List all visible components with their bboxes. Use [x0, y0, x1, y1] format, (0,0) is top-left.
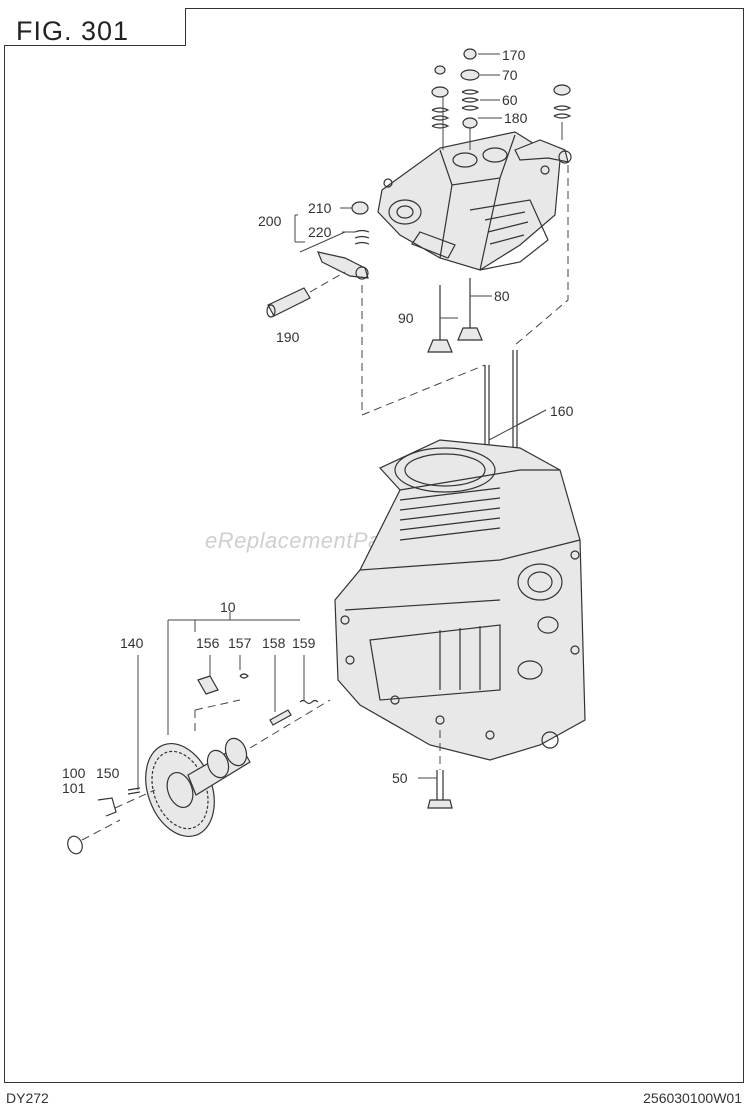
callout-157: 157 [228, 635, 252, 651]
callout-160: 160 [550, 403, 574, 419]
callout-180: 180 [504, 110, 528, 126]
callout-100: 100 [62, 765, 86, 781]
valve-spring-left [431, 65, 450, 129]
o-ring-101 [67, 835, 83, 855]
callout-80: 80 [494, 288, 510, 304]
callout-170: 170 [502, 47, 526, 63]
figure-title-box: FIG. 301 [4, 8, 186, 46]
cylinder-head [377, 131, 561, 271]
spring-159 [299, 699, 319, 705]
callout-220: 220 [308, 224, 332, 240]
tappet [427, 730, 453, 809]
callout-156: 156 [196, 635, 220, 651]
callout-140: 140 [120, 635, 144, 651]
callout-10: 10 [220, 599, 236, 615]
callout-90: 90 [398, 310, 414, 326]
spring-157 [239, 673, 249, 679]
callout-60: 60 [502, 92, 518, 108]
callout-190: 190 [276, 329, 300, 345]
drawing-code: 256030100W01 [643, 1090, 742, 1106]
rocker-arm-right [514, 139, 572, 164]
camshaft [187, 737, 251, 796]
callout-50: 50 [392, 770, 408, 786]
drawing-frame [4, 8, 744, 1083]
clip-150 [97, 797, 117, 817]
rocker-arm-left [317, 201, 370, 280]
valve-spring-stack [460, 48, 480, 129]
callout-200: 200 [258, 213, 282, 229]
callout-210: 210 [308, 200, 332, 216]
callout-150: 150 [96, 765, 120, 781]
valve-spring-right [553, 84, 572, 119]
rocker-shaft [266, 287, 311, 318]
weight-156 [197, 675, 219, 695]
crankcase-block [334, 439, 586, 761]
valve-exhaust [427, 285, 453, 353]
pin-158 [269, 709, 292, 726]
callout-70: 70 [502, 67, 518, 83]
callout-159: 159 [292, 635, 316, 651]
valve-intake [457, 278, 483, 341]
callout-158: 158 [262, 635, 286, 651]
callout-101: 101 [62, 780, 86, 796]
figure-title: FIG. 301 [16, 16, 130, 46]
model-number: DY272 [6, 1090, 49, 1106]
